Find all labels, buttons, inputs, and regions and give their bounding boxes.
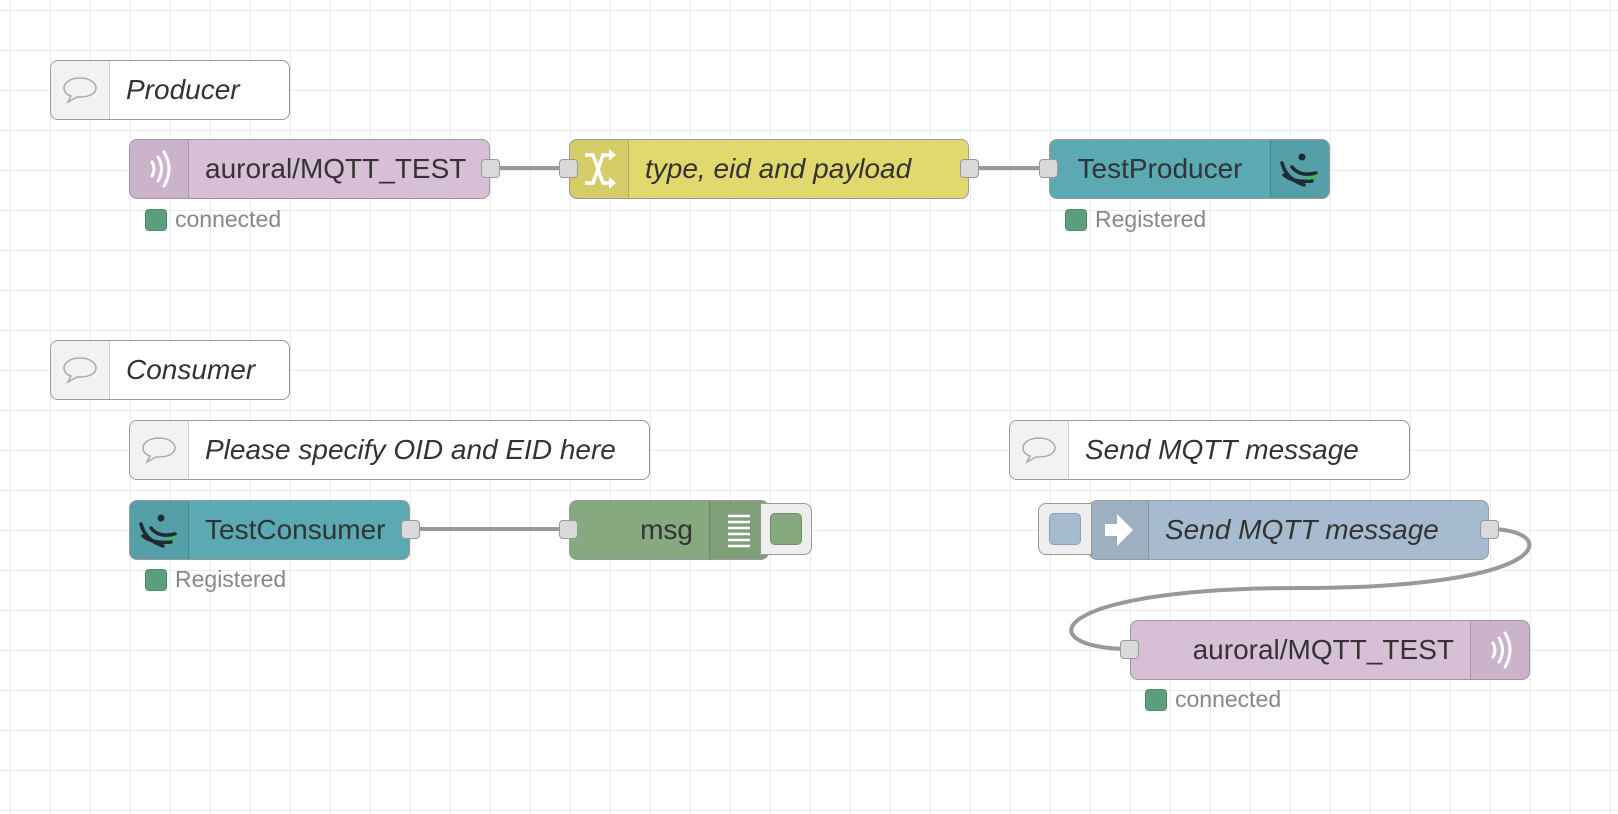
comment-icon bbox=[130, 421, 189, 479]
toggle-square bbox=[770, 513, 802, 545]
consumer-node[interactable]: TestConsumer bbox=[129, 500, 420, 560]
producer-status: Registered bbox=[1065, 206, 1206, 233]
consumer-status: Registered bbox=[145, 566, 286, 593]
inject-button[interactable] bbox=[1038, 503, 1092, 555]
comment-specify[interactable]: Please specify OID and EID here bbox=[129, 420, 650, 480]
producer-node[interactable]: TestProducer bbox=[1039, 139, 1330, 199]
input-port[interactable] bbox=[559, 520, 578, 539]
status-text: connected bbox=[175, 206, 282, 232]
inject-square bbox=[1049, 513, 1081, 545]
mqtt-out-status: connected bbox=[1145, 686, 1281, 713]
mqtt-icon bbox=[1470, 621, 1529, 679]
comment-label: Consumer bbox=[126, 354, 256, 385]
mqtt-in-status: connected bbox=[145, 206, 281, 233]
status-text: Registered bbox=[175, 566, 287, 592]
output-port[interactable] bbox=[960, 159, 979, 178]
debug-label: msg bbox=[640, 514, 693, 545]
input-port[interactable] bbox=[1039, 159, 1058, 178]
debug-toggle-button[interactable] bbox=[760, 503, 812, 555]
mqtt-icon bbox=[130, 140, 189, 198]
auroral-icon bbox=[130, 501, 189, 559]
comment-icon bbox=[1010, 421, 1069, 479]
comment-icon bbox=[51, 341, 110, 399]
input-port[interactable] bbox=[1120, 640, 1139, 659]
comment-send-mqtt[interactable]: Send MQTT message bbox=[1009, 420, 1410, 480]
status-dot bbox=[145, 208, 167, 231]
comment-icon bbox=[51, 61, 110, 119]
arrow-right-icon bbox=[1090, 501, 1149, 559]
change-label: type, eid and payload bbox=[645, 153, 912, 184]
mqtt-in-label: auroral/MQTT_TEST bbox=[205, 153, 467, 184]
inject-node[interactable]: Send MQTT message bbox=[1038, 500, 1499, 560]
auroral-icon bbox=[1270, 140, 1329, 198]
status-dot bbox=[1145, 688, 1167, 711]
comment-label: Producer bbox=[126, 74, 240, 105]
mqtt-out-node[interactable]: auroral/MQTT_TEST bbox=[1120, 620, 1530, 680]
list-icon bbox=[709, 501, 768, 559]
debug-node[interactable]: msg bbox=[559, 500, 812, 560]
consumer-label: TestConsumer bbox=[205, 514, 386, 545]
mqtt-in-node[interactable]: auroral/MQTT_TEST bbox=[129, 139, 500, 199]
status-dot bbox=[1065, 208, 1087, 231]
status-dot bbox=[145, 568, 167, 591]
comment-label: Please specify OID and EID here bbox=[205, 434, 616, 465]
status-text: Registered bbox=[1095, 206, 1207, 232]
shuffle-icon bbox=[570, 140, 629, 198]
mqtt-out-label: auroral/MQTT_TEST bbox=[1192, 634, 1454, 665]
producer-label: TestProducer bbox=[1077, 153, 1243, 184]
comment-producer[interactable]: Producer bbox=[50, 60, 290, 120]
comment-label: Send MQTT message bbox=[1085, 434, 1359, 465]
comment-consumer[interactable]: Consumer bbox=[50, 340, 290, 400]
change-node[interactable]: type, eid and payload bbox=[559, 139, 979, 199]
inject-label: Send MQTT message bbox=[1165, 514, 1439, 545]
output-port[interactable] bbox=[481, 159, 500, 178]
output-port[interactable] bbox=[401, 520, 420, 539]
status-text: connected bbox=[1175, 686, 1282, 712]
input-port[interactable] bbox=[559, 159, 578, 178]
output-port[interactable] bbox=[1480, 520, 1499, 539]
